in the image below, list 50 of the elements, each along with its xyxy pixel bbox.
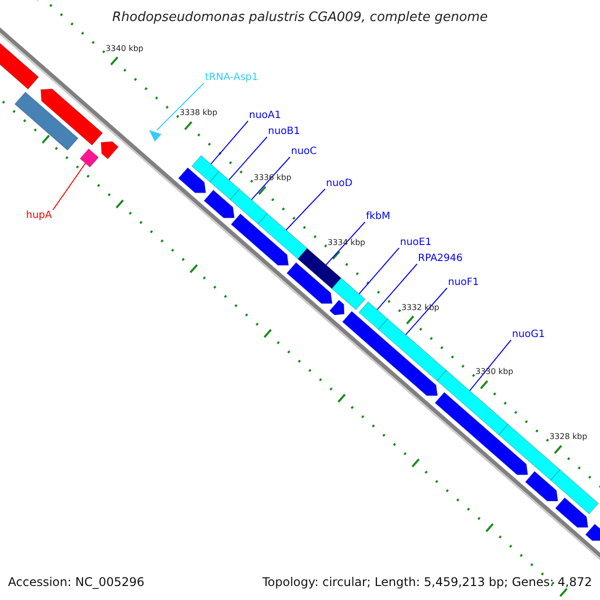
gene-block — [329, 300, 345, 316]
gene-bar — [550, 469, 599, 514]
leader-line — [358, 248, 400, 294]
gene-block — [100, 141, 119, 160]
gene-bar — [191, 154, 220, 182]
gene-label: nuoB1 — [268, 127, 300, 137]
gene-bar — [230, 188, 268, 225]
leader-line — [156, 82, 204, 131]
leader-line — [52, 162, 86, 210]
gene-block — [204, 190, 235, 218]
gene-label: RPA2946 — [418, 254, 463, 264]
gene-marker — [149, 130, 162, 142]
gene-bar — [297, 248, 342, 290]
accession-text: Accession: NC_005296 — [8, 576, 144, 588]
gene-bar — [258, 212, 308, 260]
genome-summary-text: Topology: circular; Length: 5,459,213 bp; Genes: 4,872 — [262, 576, 592, 588]
gene-block — [40, 88, 104, 146]
gene-label: nuoA1 — [249, 111, 281, 121]
gene-block — [286, 262, 333, 304]
leader-line — [469, 340, 512, 392]
map-title: Rhodopseudomonas palustris CGA009, complete genome — [112, 11, 488, 24]
gene-label: nuoD — [326, 179, 352, 189]
gene-bar — [14, 92, 79, 151]
gene-bar — [331, 278, 366, 310]
leader-line — [405, 288, 448, 336]
leader-line — [326, 222, 366, 266]
gene-label: fkbM — [366, 212, 390, 222]
gene-label: tRNA-Asp1 — [205, 73, 258, 83]
gene-label: nuoF1 — [448, 278, 479, 288]
leader-line — [376, 264, 418, 310]
gene-bar — [209, 170, 240, 200]
gene-label: nuoC — [291, 147, 317, 157]
gene-block — [524, 470, 558, 502]
gene-block — [585, 524, 600, 541]
gene-block — [554, 497, 588, 528]
gene-block — [342, 310, 438, 396]
scale-label: 3338 kbp — [180, 109, 218, 118]
gene-label: hupA — [26, 211, 52, 221]
leader-line — [251, 156, 290, 200]
gene-block — [178, 167, 206, 194]
gene-block — [230, 213, 289, 266]
gene-bar — [378, 318, 447, 382]
gene-label: nuoE1 — [400, 238, 432, 248]
gene-bar — [358, 301, 388, 330]
leader-line — [210, 120, 248, 165]
scale-label: 3328 kbp — [549, 433, 588, 442]
gene-bar — [80, 148, 100, 168]
gene-block — [434, 392, 528, 476]
scale-label: 3340 kbp — [106, 44, 144, 53]
gene-label: nuoG1 — [512, 330, 545, 340]
